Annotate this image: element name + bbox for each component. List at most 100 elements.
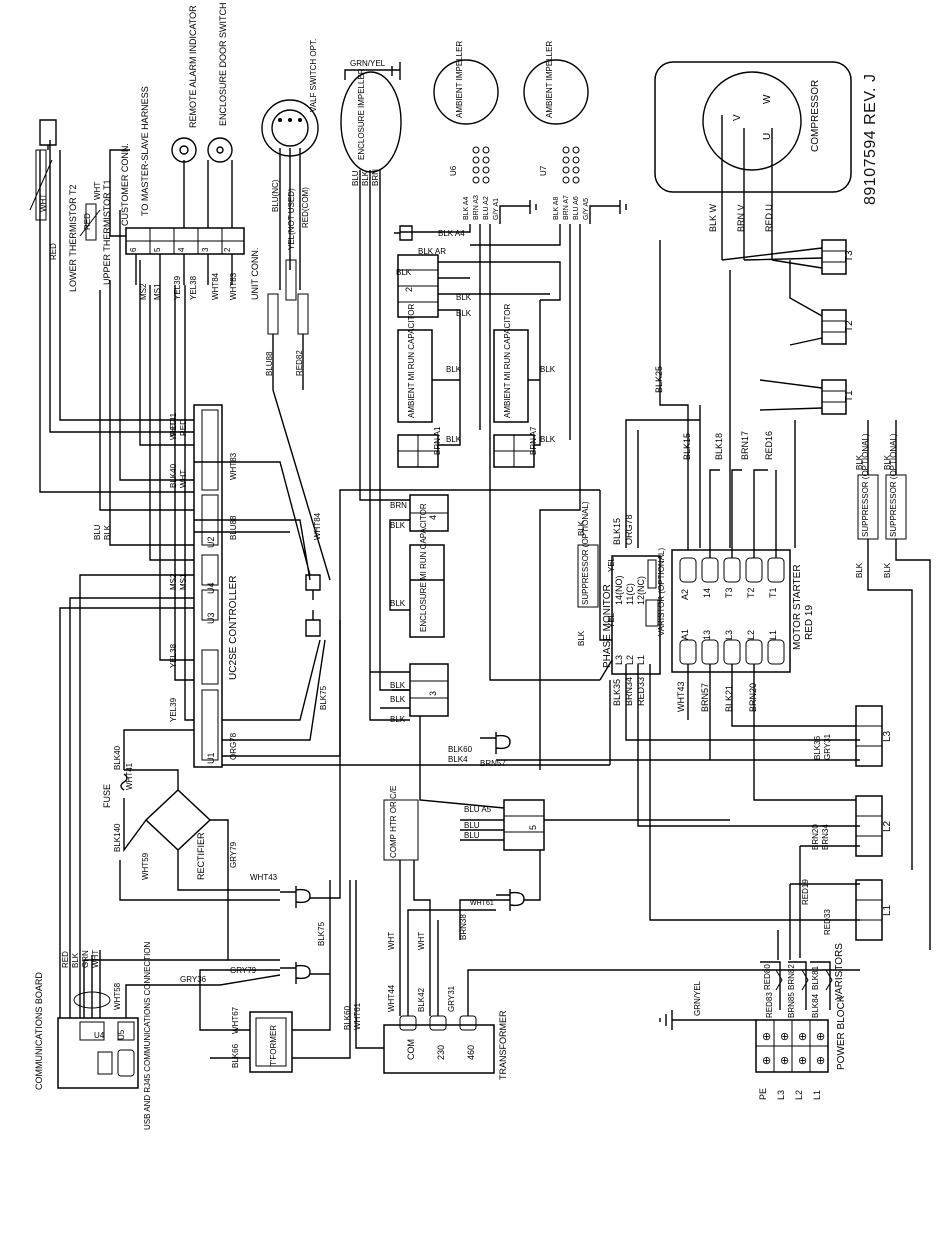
svg-text:BLK21: BLK21: [724, 685, 734, 712]
svg-text:U1: U1: [206, 752, 216, 764]
varistor-optional-label: VARISTOR (OPTIONAL): [657, 548, 666, 636]
compressor-pin-w: W: [762, 94, 773, 104]
svg-text:U7: U7: [539, 165, 548, 176]
svg-text:U2: U2: [206, 536, 216, 548]
svg-text:BLK75: BLK75: [319, 685, 328, 710]
svg-text:T2: T2: [746, 587, 756, 598]
svg-text:13: 13: [702, 630, 712, 640]
u7-connector: [562, 146, 580, 184]
svg-text:BRN A3: BRN A3: [473, 195, 480, 220]
svg-text:BRN82: BRN82: [787, 964, 796, 990]
compressor-housing: V W U COMPRESSOR: [654, 61, 852, 193]
ambient-impeller-2: [523, 59, 589, 125]
svg-text:BRN: BRN: [371, 169, 380, 186]
svg-text:YEL39: YEL39: [169, 697, 178, 722]
upper-thermistor: [79, 203, 101, 241]
svg-text:G/Y A1: G/Y A1: [493, 198, 500, 220]
svg-text:GRN/YEL: GRN/YEL: [693, 980, 702, 1016]
svg-text:L2: L2: [882, 820, 893, 832]
svg-text:L2: L2: [746, 630, 756, 640]
ambient-impeller-1-label: AMBIENT IMPELLER: [455, 41, 464, 118]
svg-text:COM: COM: [406, 1039, 416, 1060]
svg-text:12(NC): 12(NC): [636, 576, 646, 605]
connector-plug-2: [280, 962, 311, 984]
enclosure-impeller-label: ENCLOSURE IMPELLER: [357, 68, 366, 160]
svg-text:BLK: BLK: [540, 365, 556, 374]
svg-text:ORG78: ORG78: [229, 732, 238, 760]
comp-htr-box: COMP HTR OR C/E: [383, 786, 419, 861]
svg-text:BLK: BLK: [390, 599, 406, 608]
svg-text:14(NO): 14(NO): [614, 575, 624, 605]
svg-text:BRN: BRN: [390, 501, 407, 510]
svg-text:BLU A5: BLU A5: [464, 805, 492, 814]
svg-text:⊕: ⊕: [798, 1031, 807, 1043]
svg-text:BRN57: BRN57: [480, 759, 506, 768]
svg-text:MS1: MS1: [179, 573, 188, 590]
svg-text:2: 2: [223, 247, 232, 252]
svg-text:BLK81: BLK81: [811, 965, 820, 990]
ambient-impeller-2-label: AMBIENT IMPELLER: [545, 41, 554, 118]
svg-text:RED: RED: [49, 243, 58, 260]
svg-text:BLK: BLK: [390, 521, 406, 530]
svg-text:WHT: WHT: [91, 950, 100, 968]
controller-label: UC2SE CONTROLLER: [228, 576, 239, 680]
svg-text:YEL39: YEL39: [173, 275, 182, 300]
svg-text:BLK40: BLK40: [113, 745, 122, 770]
svg-text:AMBIENT MI RUN CAPACITOR: AMBIENT MI RUN CAPACITOR: [503, 304, 512, 418]
compressor-lead-v: BRN V: [736, 204, 746, 232]
svg-text:BLK: BLK: [361, 170, 370, 186]
connector-plug-1: [280, 886, 311, 908]
enclosure-door-label: ENCLOSURE DOOR SWITCH: [218, 2, 228, 126]
svg-text:RED82: RED82: [295, 350, 304, 376]
svg-text:BLK: BLK: [456, 309, 472, 318]
svg-text:BRN A7: BRN A7: [563, 195, 570, 220]
svg-text:BLK18: BLK18: [714, 433, 724, 460]
svg-text:5: 5: [528, 825, 538, 830]
varistors: VARISTORS: [760, 943, 845, 1010]
svg-text:BLK4: BLK4: [448, 755, 468, 764]
svg-text:YEL: YEL: [607, 612, 616, 628]
svg-text:WHT67: WHT67: [231, 1006, 240, 1034]
svg-text:BLK: BLK: [71, 952, 80, 968]
svg-text:G/Y A5: G/Y A5: [583, 198, 590, 220]
svg-text:BLK: BLK: [883, 562, 892, 578]
cap-block-3: 3: [409, 663, 449, 717]
enclosure-door-switch: [207, 137, 233, 163]
svg-text:RED: RED: [61, 951, 70, 968]
svg-text:BLK: BLK: [390, 681, 406, 690]
svg-text:6: 6: [129, 247, 138, 252]
svg-text:RED16: RED16: [764, 431, 774, 460]
svg-text:U3: U3: [206, 612, 216, 624]
ambient-run-cap-1: AMBIENT MI RUN CAPACITOR: [397, 304, 433, 423]
svg-text:PE: PE: [758, 1088, 768, 1100]
svg-text:WHT84: WHT84: [211, 272, 220, 300]
svg-text:L2: L2: [794, 1090, 804, 1100]
svg-text:BLK60: BLK60: [448, 745, 473, 754]
svg-text:BLK25: BLK25: [654, 366, 664, 393]
lower-thermistor-label: LOWER THERMISTOR T2: [68, 184, 78, 292]
svg-text:14: 14: [702, 588, 712, 598]
svg-text:BLK: BLK: [396, 268, 412, 277]
svg-text:L3: L3: [724, 630, 734, 640]
cap-block-a1: [397, 434, 439, 468]
svg-text:BLK AR: BLK AR: [418, 247, 446, 256]
svg-text:BLK A4: BLK A4: [463, 197, 470, 220]
valf-switch-label: VALF SWITCH OPT.: [309, 39, 318, 112]
terminal-block-l2: L2: [855, 795, 893, 857]
svg-text:BLU(NC): BLU(NC): [271, 179, 280, 212]
tformer: T'FORMER: [249, 1011, 293, 1073]
svg-text:U4: U4: [94, 1031, 105, 1040]
svg-text:U6: U6: [449, 165, 458, 176]
u6-connector: [472, 146, 490, 184]
svg-text:MS2: MS2: [139, 283, 148, 300]
suppressor-left: SUPPRESSOR (OPTIONAL): [577, 501, 599, 608]
svg-text:T'FORMER: T'FORMER: [269, 1025, 278, 1066]
svg-text:ORG78: ORG78: [624, 514, 634, 545]
ambient-impeller-1: [433, 59, 499, 125]
svg-text:BLK A4: BLK A4: [438, 229, 465, 238]
enclosure-run-cap: ENCLOSURE MI RUN CAPACITOR: [409, 503, 445, 638]
ambient-run-cap-2: AMBIENT MI RUN CAPACITOR: [493, 304, 529, 423]
upper-thermistor-label: UPPER THERMISTOR T1: [102, 179, 112, 285]
svg-text:BRN A1: BRN A1: [433, 426, 442, 455]
cap-block-4: 4: [409, 494, 449, 532]
